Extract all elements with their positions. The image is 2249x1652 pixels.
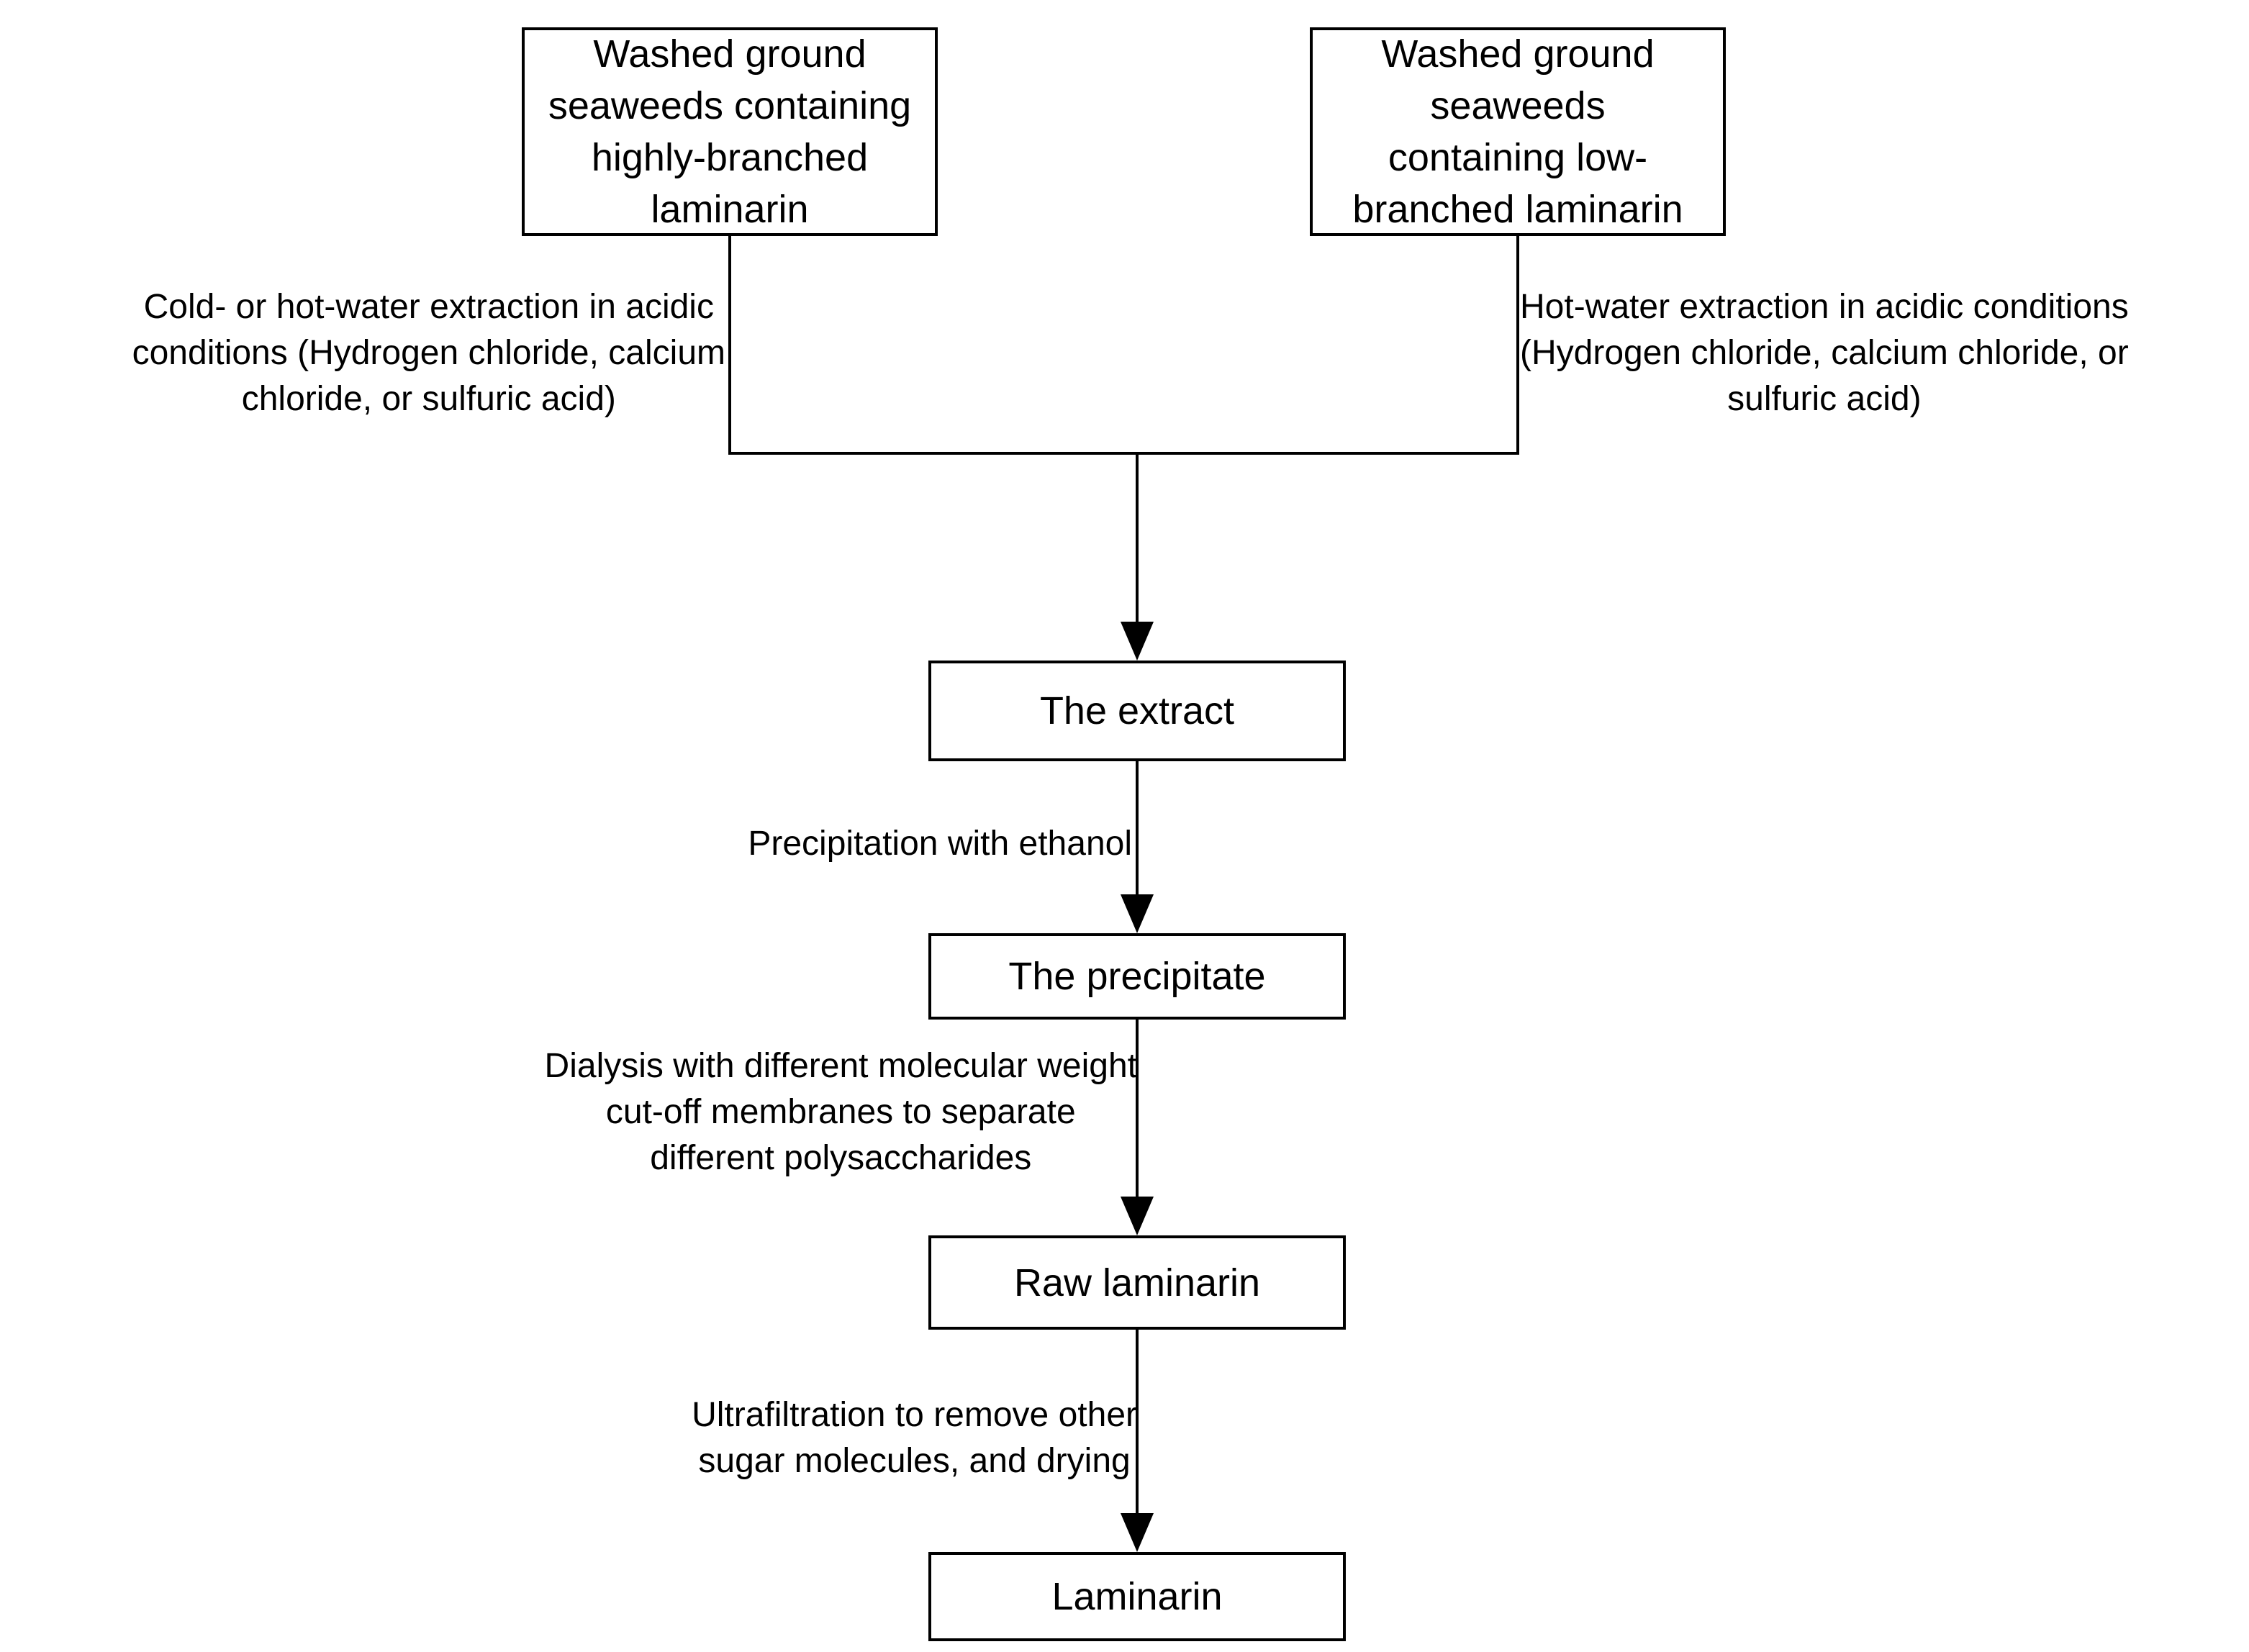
connector-to-precipitate-line <box>1136 760 1139 896</box>
edge-label-right-extraction: Hot-water extraction in acidic condition… <box>1520 288 2129 418</box>
connector-merge-horizontal-line <box>728 452 1519 455</box>
edge-label-left-extraction: Cold- or hot-water extraction in acidic … <box>132 288 725 418</box>
connector-right-vertical-line <box>1516 236 1519 455</box>
node-source-low-branched: Washed ground seaweeds containing low- b… <box>1310 27 1726 236</box>
node-raw-laminarin: Raw laminarin <box>928 1235 1346 1330</box>
node-laminarin: Laminarin <box>928 1552 1346 1641</box>
connector-to-raw-laminarin-line <box>1136 1018 1139 1198</box>
connector-left-vertical-line <box>728 236 731 455</box>
connector-to-extract-line <box>1136 452 1139 623</box>
arrowhead-down-icon <box>1121 622 1154 661</box>
edge-label-dialysis: Dialysis with different molecular weight… <box>544 1047 1137 1177</box>
node-source-high-branched: Washed ground seaweeds containing highly… <box>522 27 938 236</box>
edge-label-ultrafiltration: Ultrafiltration to remove other sugar mo… <box>692 1396 1137 1480</box>
arrowhead-down-icon <box>1121 1197 1154 1235</box>
node-the-precipitate: The precipitate <box>928 933 1346 1020</box>
arrowhead-down-icon <box>1121 1513 1154 1552</box>
arrowhead-down-icon <box>1121 894 1154 933</box>
node-the-extract: The extract <box>928 661 1346 761</box>
edge-label-precipitation: Precipitation with ethanol <box>748 825 1132 863</box>
connector-to-laminarin-line <box>1136 1328 1139 1515</box>
